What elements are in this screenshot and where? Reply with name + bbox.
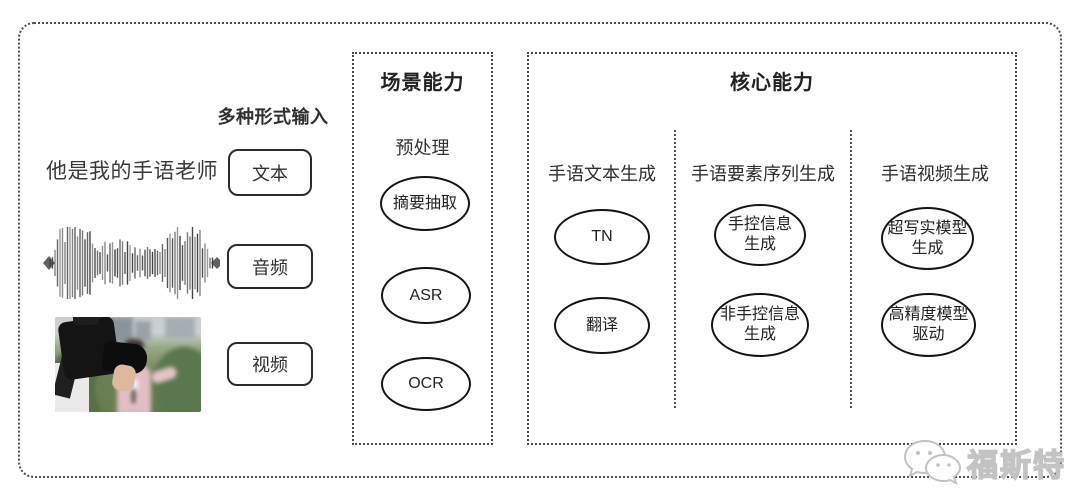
input-node-text: 文本 [228,149,312,196]
scene-capability-panel: 场景能力 预处理 摘要抽取 ASR OCR [352,52,493,445]
photo-camera-top [73,317,99,325]
node-hyperreal-model-gen: 超写实模型 生成 [881,207,974,270]
node-ocr: OCR [381,357,471,411]
node-summary-extraction: 摘要抽取 [380,176,470,231]
watermark-text: 福斯特 [966,447,1066,483]
column-divider [850,130,852,408]
watermark: 福斯特 [901,437,1066,487]
photo-microphone [132,389,135,403]
column-header-element-sequence-generation: 手语要素序列生成 [691,164,835,184]
node-translation: 翻译 [554,297,650,354]
audio-waveform [43,227,220,299]
column-divider [674,130,676,408]
sample-text: 他是我的手语老师 [46,160,218,183]
column-header-text-generation: 手语文本生成 [548,164,656,184]
column-header-video-generation: 手语视频生成 [881,164,989,184]
core-capability-panel: 核心能力 手语文本生成 手语要素序列生成 手语视频生成 TN 翻译 手控信息 生… [527,52,1017,445]
input-node-audio: 音频 [227,244,313,289]
photo-building [165,317,195,339]
reporter-photo [55,317,201,412]
node-manual-info-gen: 手控信息 生成 [714,204,806,266]
scene-panel-title: 场景能力 [380,72,465,94]
photo-building [135,321,151,341]
input-section-label: 多种形式输入 [217,107,329,127]
node-tn: TN [554,209,650,265]
input-node-video: 视频 [227,342,313,386]
node-high-precision-drive: 高精度模型 驱动 [881,293,976,357]
outer-dotted-frame [18,22,1062,478]
node-asr: ASR [381,267,471,324]
core-panel-title: 核心能力 [730,72,814,94]
node-non-manual-info-gen: 非手控信息 生成 [711,293,809,357]
preprocess-label: 预处理 [395,138,450,158]
chat-bubbles-icon [903,439,962,485]
